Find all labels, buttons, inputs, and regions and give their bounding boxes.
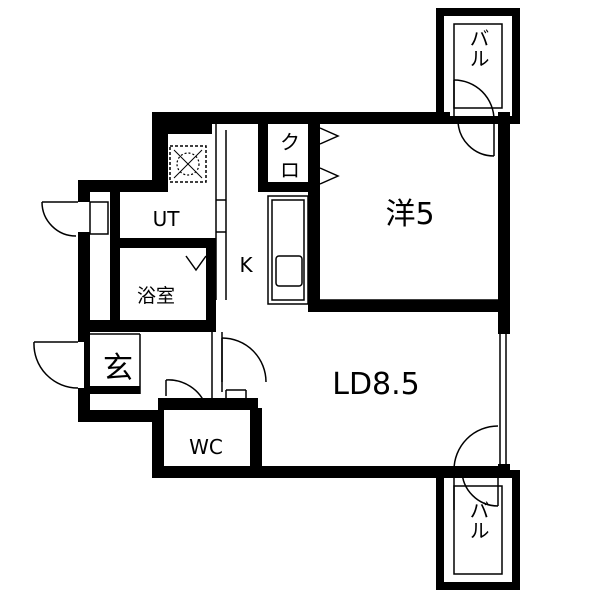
room-label-balcony-top: バル [466,28,490,68]
room-label-utility: UT [153,207,181,231]
bath-vent-icon [185,255,207,272]
balcony-top [436,8,520,124]
room-label-bath: 浴室 [137,285,175,307]
door-balcony-bottom[interactable] [453,425,499,510]
closet-door-icon [313,124,340,185]
thin-partitions [90,124,507,464]
door-hall[interactable] [221,337,267,383]
door-entrance[interactable] [33,341,79,389]
room-label-closet-bottom: ロ [280,158,300,182]
room-label-balcony-bottom: バル [466,500,490,540]
room-label-closet-top: ク [280,130,300,154]
room-label-ldk: LD8.5 [332,367,420,402]
door-balcony-top[interactable] [453,79,495,157]
room-label-kitchen: K [239,253,253,277]
door-wc[interactable] [165,379,207,407]
room-label-toilet: WC [189,435,223,459]
washing-machine-space-icon [169,145,207,183]
kitchen-counter [267,195,309,305]
door-utility-exterior[interactable] [41,201,109,237]
room-label-entrance: 玄 [103,351,133,386]
kitchen-sink-icon [275,255,303,287]
room-label-western: 洋5 [385,197,434,232]
